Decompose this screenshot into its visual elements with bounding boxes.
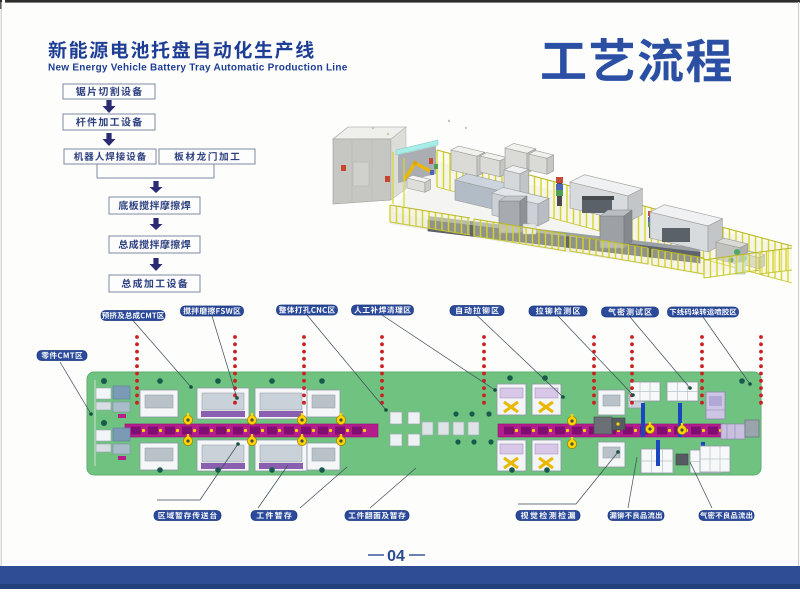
svg-text:04: 04 <box>387 548 405 565</box>
svg-text:New Energy Vehicle Battery Tra: New Energy Vehicle Battery Tray Automati… <box>48 63 348 74</box>
